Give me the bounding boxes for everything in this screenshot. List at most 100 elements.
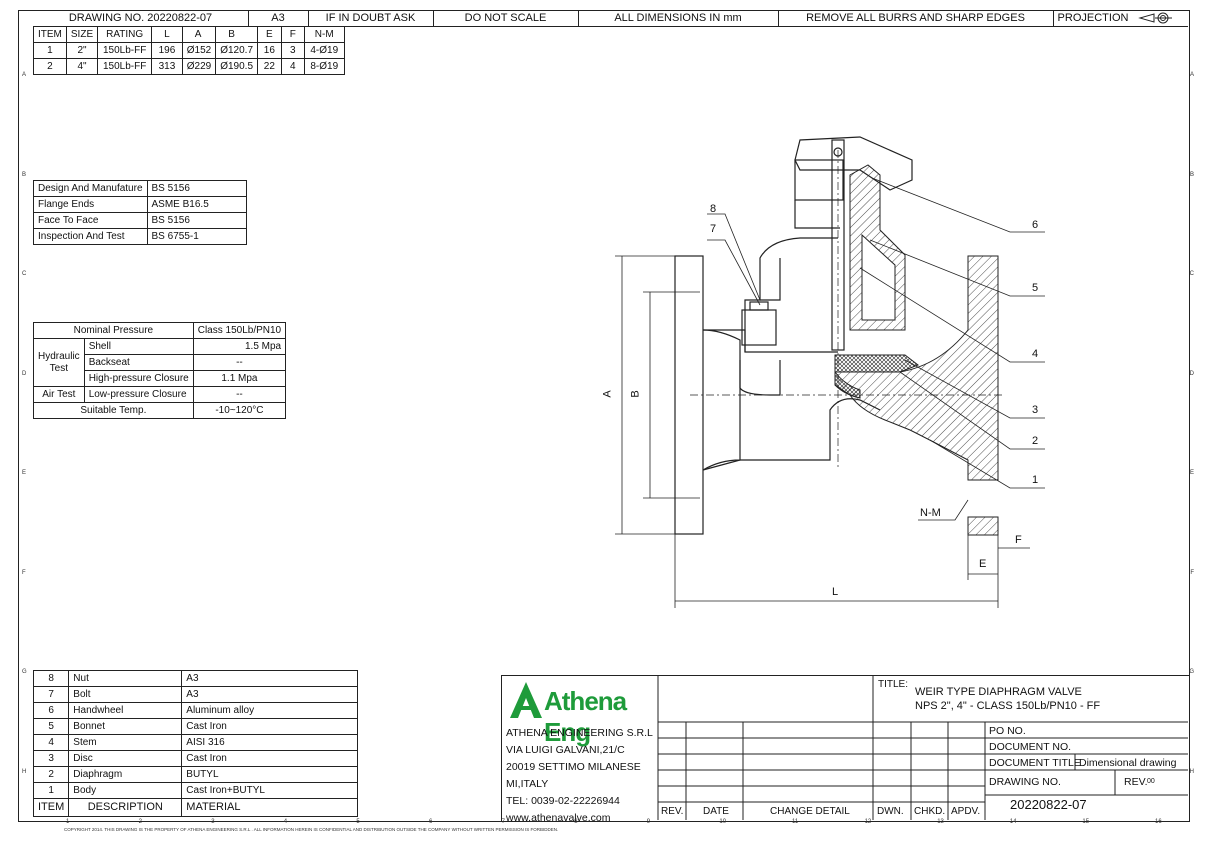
- part-description: Nut: [68, 670, 183, 687]
- callout-8: 8: [710, 203, 717, 215]
- title-label: TITLE:: [878, 679, 909, 690]
- doctitle-label: DOCUMENT TITLE: [989, 757, 1081, 769]
- zone-row-label: H: [1189, 768, 1194, 775]
- zone-row-label: B: [1189, 171, 1194, 178]
- part-material: A3: [181, 670, 358, 687]
- company-web: www.athenavalve.com: [506, 812, 611, 824]
- company-street: VIA LUIGI GALVANI,21/C: [506, 744, 625, 756]
- zone-row-label: D: [22, 370, 27, 377]
- zone-row-label: G: [1189, 669, 1194, 675]
- zone-row-label: H: [22, 768, 27, 775]
- zone-row-label: C: [1189, 271, 1194, 277]
- part-description: Bolt: [68, 686, 183, 703]
- table-cell: Ø190.5: [215, 58, 259, 75]
- table-cell: Ø229: [181, 58, 217, 75]
- parts-footer-description: DESCRIPTION: [68, 798, 183, 817]
- parts-footer-row: ITEM DESCRIPTION MATERIAL: [32, 798, 358, 817]
- part-description: Body: [68, 782, 183, 799]
- dim-label-e: E: [979, 558, 987, 570]
- part-description: Diaphragm: [68, 766, 183, 783]
- header-scale: DO NOT SCALE: [433, 10, 579, 26]
- zone-col-label: 11: [792, 819, 799, 825]
- zone-col-label: 16: [1155, 819, 1162, 825]
- company-name: ATHENA ENGINEERING S.R.L: [506, 727, 653, 739]
- part-item: 5: [32, 718, 70, 735]
- header-bar: [33, 10, 1188, 27]
- part-description: Handwheel: [68, 702, 183, 719]
- title-line-2: NPS 2", 4" - CLASS 150Lb/PN10 - FF: [915, 700, 1101, 712]
- rev-value: 00: [1147, 778, 1155, 785]
- company-logo: Athena Eng: [506, 678, 656, 747]
- pressure-table: Nominal Pressure Class 150Lb/PN10 Hydrau…: [33, 322, 287, 419]
- rev-col-dwn: DWN.: [877, 806, 904, 817]
- zone-row-label: F: [1190, 569, 1194, 576]
- table-row: 2 4" 150Lb-FF 313 Ø229 Ø190.5 22 4 8-Ø19: [33, 58, 345, 75]
- callout-5: 5: [1032, 282, 1039, 294]
- header-projection: PROJECTION: [1057, 12, 1129, 24]
- zone-row-label: B: [22, 171, 27, 178]
- part-item: 1: [32, 782, 70, 799]
- callout-3: 3: [1032, 404, 1039, 416]
- drawingno-label: DRAWING NO.: [989, 776, 1061, 788]
- table-row: Backseat --: [34, 354, 287, 371]
- table-cell: 8-Ø19: [303, 58, 345, 75]
- part-material: A3: [181, 686, 358, 703]
- zone-row-label: F: [22, 569, 26, 576]
- dim-label-f: F: [1015, 534, 1022, 546]
- title-line-1: WEIR TYPE DIAPHRAGM VALVE: [915, 686, 1082, 698]
- part-material: Cast Iron+BUTYL: [181, 782, 358, 799]
- company-country: MI,ITALY: [506, 778, 549, 790]
- part-item: 7: [32, 686, 70, 703]
- zone-row-label: E: [1189, 470, 1194, 476]
- dim-label-b: B: [629, 390, 642, 398]
- rev-label: REV.: [1124, 776, 1148, 788]
- drawingno-value: 20220822-07: [1010, 797, 1087, 812]
- zone-col-label: 9: [646, 819, 651, 825]
- rev-col-date: DATE: [703, 806, 729, 817]
- zone-col-label: 2: [138, 819, 142, 825]
- zone-col-label: 14: [1009, 819, 1017, 825]
- zone-col-label: 10: [719, 819, 727, 825]
- zone-row-label: E: [22, 470, 27, 476]
- zone-col-label: 3: [211, 819, 215, 825]
- part-item: 3: [32, 750, 70, 767]
- rev-col-apdv: APDV.: [951, 806, 981, 817]
- part-material: Cast Iron: [181, 718, 358, 735]
- table-row: Suitable Temp. -10~120°C: [33, 402, 287, 419]
- zone-row-label: D: [1189, 370, 1194, 377]
- company-tel: TEL: 0039-02-22226944: [506, 795, 620, 807]
- dim-label-l: L: [832, 586, 839, 598]
- standard-label: Inspection And Test: [33, 228, 148, 245]
- parts-footer-item: ITEM: [32, 798, 70, 817]
- part-material: BUTYL: [181, 766, 358, 783]
- drawing-frame: [18, 10, 1190, 822]
- table-row: Nominal Pressure Class 150Lb/PN10: [33, 322, 287, 339]
- part-item: 4: [32, 734, 70, 751]
- temp-value: -10~120°C: [192, 402, 287, 419]
- temp-label: Suitable Temp.: [33, 402, 194, 419]
- callout-4: 4: [1032, 348, 1039, 360]
- zone-row-label: G: [22, 669, 27, 675]
- callout-2: 2: [1032, 435, 1039, 447]
- part-item: 6: [32, 702, 70, 719]
- zone-row-label: C: [22, 271, 27, 277]
- docno-label: DOCUMENT NO.: [989, 741, 1072, 753]
- header-units: ALL DIMENSIONS IN mm: [578, 10, 779, 26]
- part-description: Disc: [68, 750, 183, 767]
- zone-col-label: 15: [1082, 819, 1090, 825]
- copyright-note: COPYRIGHT 2014. THIS DRAWING IS THE PROP…: [64, 827, 559, 832]
- table-cell: 2: [33, 58, 67, 75]
- company-city: 20019 SETTIMO MILANESE: [506, 761, 641, 773]
- table-row: 1 2" 150Lb-FF 196 Ø152 Ø120.7 16 3 4-Ø19: [33, 42, 345, 59]
- zone-col-label: 8: [574, 819, 578, 825]
- parts-footer-material: MATERIAL: [181, 798, 358, 817]
- doctitle-value: Dimensional drawing: [1079, 757, 1177, 769]
